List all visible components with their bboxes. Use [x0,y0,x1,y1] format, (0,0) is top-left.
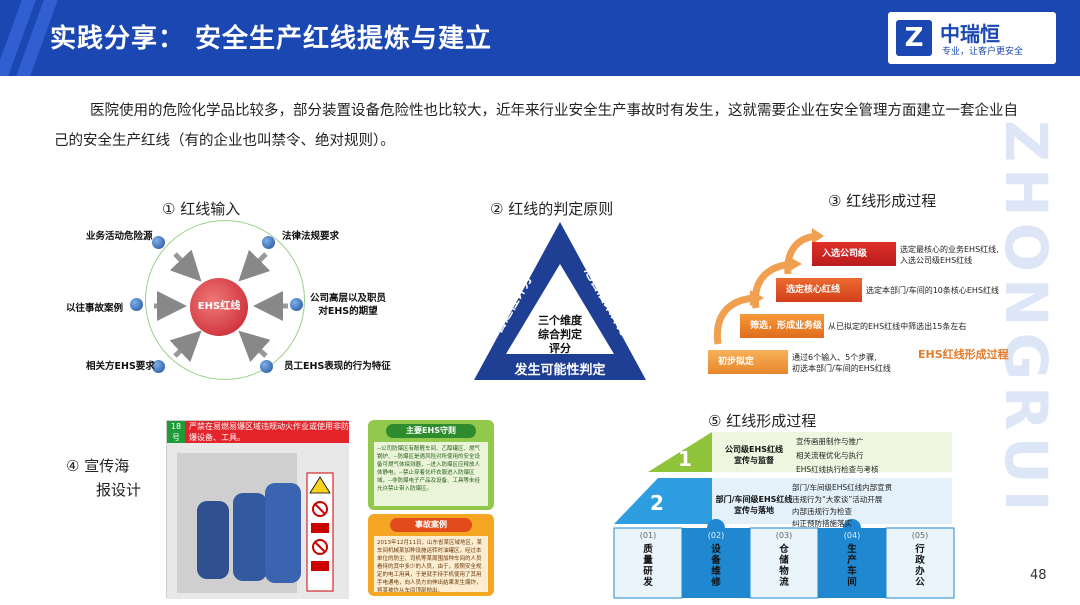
stair-step-2-desc: 从已拟定的EHS红线中筛选出15条左右 [828,322,967,331]
dept-name: 行政办公 [915,544,925,588]
stairs-caption: EHS红线形成过程 [918,348,1009,361]
dept-number: (05) [911,531,929,540]
page-title: 实践分享： 安全生产红线提炼与建立 [50,24,493,54]
poster-headline: 严禁在易燃易爆区域违规动火作业或使用非防爆设备、工具。 [185,421,349,443]
puzzle-piece [682,528,750,598]
input-label: 员工EHS表现的行为特征 [284,361,391,372]
tier2-item: 纠正预防措施落实 [792,519,852,528]
tier2-item: 违规行为“大家谈”活动开展 [792,495,883,504]
input-dot [260,360,273,373]
puzzle-diagram: 1 2 [613,432,955,599]
input-dot [290,298,303,311]
stair-step-4: 入选公司级 [812,242,896,266]
stair-step-1-desc: 通过6个输入、5个步骤,初选本部门/车间的EHS红线 [792,353,891,373]
section5-title: ⑤ 红线形成过程 [708,412,817,430]
intro-paragraph: 医院使用的危险化学品比较多，部分装置设备危险性也比较大，近年来行业安全生产事故时… [54,103,1018,149]
tier1-item: EHS红线执行检查与考核 [796,465,879,474]
logo-slogan: 专业，让客户更安全 [942,47,1024,57]
tank [265,483,301,583]
dept-number: (02) [707,531,725,540]
puzzle-piece [749,527,819,599]
bottom-side-label: 发生可能性判定 [513,362,605,378]
input-label: 相关方EHS要求 [86,361,155,372]
ehs-rules-body: --公司防爆区有酚醛车间、乙醇罐区、燃气锅炉、--防爆区是遇风险对所使用的安全设… [374,442,488,506]
dept-name: 仓储物流 [779,544,789,588]
puzzle-piece [818,528,886,598]
tier1-number: 1 [678,447,692,471]
section2-title: ② 红线的判定原则 [490,200,614,218]
ehs-rules-box: 主要EHS守则 --公司防爆区有酚醛车间、乙醇罐区、燃气锅炉、--防爆区是遇风险… [368,420,494,510]
section1-title: ① 红线输入 [162,200,241,218]
header-bar: 实践分享： 安全生产红线提炼与建立 Z 中瑞恒 专业，让客户更安全 [0,0,1080,76]
danger-sign-icon [311,561,329,571]
safety-poster: 18号 严禁在易燃易爆区域违规动火作业或使用非防爆设备、工具。 [166,420,349,599]
accident-case-title: 事故案例 [390,518,472,532]
stair-step-3-desc: 选定本部门/车间的10条核心EHS红线 [866,286,1000,295]
stair-step-3: 选定核心红线 [776,278,862,302]
dept-number: (04) [843,531,861,540]
stair-step-1: 初步拟定 [708,350,788,374]
input-dot [262,236,275,249]
input-label: 业务活动危险源 [86,231,153,242]
input-label: 以往事故案例 [66,303,124,314]
input-dot [152,360,165,373]
ehs-rules-title: 主要EHS守则 [386,424,476,438]
danger-sign-icon [311,523,329,533]
logo-name: 中瑞恒 [940,22,1000,46]
watermark: ZHONGRUI [992,120,1060,518]
dept-number: (01) [639,531,657,540]
tier1-head: 公司级EHS红线宣传与监督 [725,445,783,465]
tank [197,501,229,579]
dept-name: 质量研发 [643,544,653,588]
ehs-redline-center: EHS红线 [190,278,248,336]
judgement-triangle: 普适性评分 危害后果评分 发生可能性判定 三个维度 综合判定 评分 [474,222,646,380]
input-label: 公司高层以及职员对EHS的期望 [309,293,386,317]
puzzle-piece [613,527,683,599]
section4-title: ④ 宣传海 报设计 [66,457,142,499]
tank [233,493,267,581]
warning-sign-icon [309,476,331,494]
section3-title: ③ 红线形成过程 [828,192,937,210]
center-line-3: 评分 [549,341,571,355]
accident-case-body: 2013年12月11日，山东省某区域地区，某车间机械某加种设施运转时油罐区，经过… [374,536,488,592]
tier2-item: 部门/车间级EHS红线内部宣贯 [792,483,893,492]
dept-name: 生产车间 [847,544,857,588]
accident-case-box: 事故案例 2013年12月11日，山东省某区域地区，某车间机械某加种设施运转时油… [368,514,494,596]
poster-number: 18号 [167,421,185,443]
tank-illustration [167,443,349,599]
company-logo: Z 中瑞恒 专业，让客户更安全 [888,12,1056,64]
dept-name: 设备维修 [711,544,721,588]
center-line-2: 综合判定 [538,327,582,341]
stair-step-4-desc: 选定最核心的业务EHS红线,入选公司级EHS红线 [900,245,999,265]
dept-number: (03) [775,531,793,540]
input-dot [130,298,143,311]
tier1-item: 宣传画册制作与推广 [796,437,864,446]
input-ring [145,220,305,380]
input-dot [152,236,165,249]
tier2-item: 内部违规行为检查 [792,507,852,516]
tier1-item: 相关流程优化与执行 [796,451,864,460]
stair-step-2: 筛选，形成业务级 [740,314,824,338]
puzzle-piece [885,527,955,599]
input-label: 法律法规要求 [282,231,340,242]
tier2-head: 部门/车间级EHS红线宣传与落地 [715,495,793,515]
center-line-1: 三个维度 [538,313,583,327]
page-number: 48 [1030,568,1047,583]
logo-mark: Z [896,20,932,56]
tier2-number: 2 [650,491,664,515]
curve-arrows [713,228,824,345]
